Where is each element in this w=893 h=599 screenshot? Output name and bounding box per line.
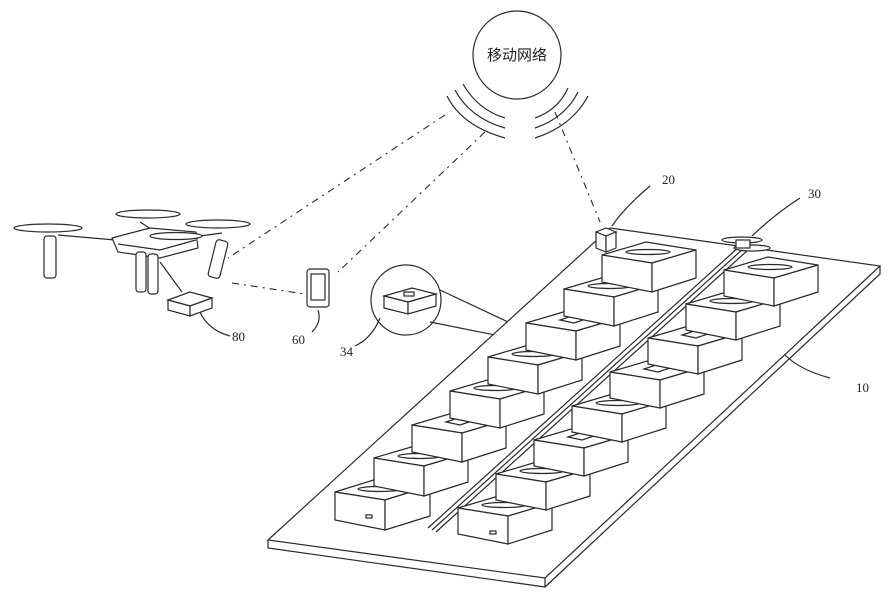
right-row-boxes xyxy=(457,256,819,545)
communication-links xyxy=(227,111,601,295)
controller-box-20: 20 xyxy=(594,172,675,253)
storage-box xyxy=(525,309,621,361)
label-30: 30 xyxy=(808,186,821,201)
signal-waves-icon xyxy=(446,83,589,139)
label-34: 34 xyxy=(340,344,354,359)
storage-box xyxy=(685,290,781,341)
storage-box xyxy=(601,241,697,293)
mobile-terminal-60: 60 xyxy=(292,268,330,347)
drone xyxy=(13,209,251,295)
magnified-box-34: 34 xyxy=(340,264,526,359)
mobile-network-cloud: 移动网络 xyxy=(472,10,562,100)
label-10: 10 xyxy=(856,380,869,395)
center-rail xyxy=(427,245,749,533)
label-60: 60 xyxy=(292,332,305,347)
track-drone-30: 30 xyxy=(721,186,821,252)
label-80: 80 xyxy=(232,329,245,344)
module-box-80: 80 xyxy=(159,261,245,344)
network-label: 移动网络 xyxy=(487,46,547,64)
left-row-boxes xyxy=(334,241,697,531)
storage-box xyxy=(723,256,819,307)
label-20: 20 xyxy=(662,172,675,187)
